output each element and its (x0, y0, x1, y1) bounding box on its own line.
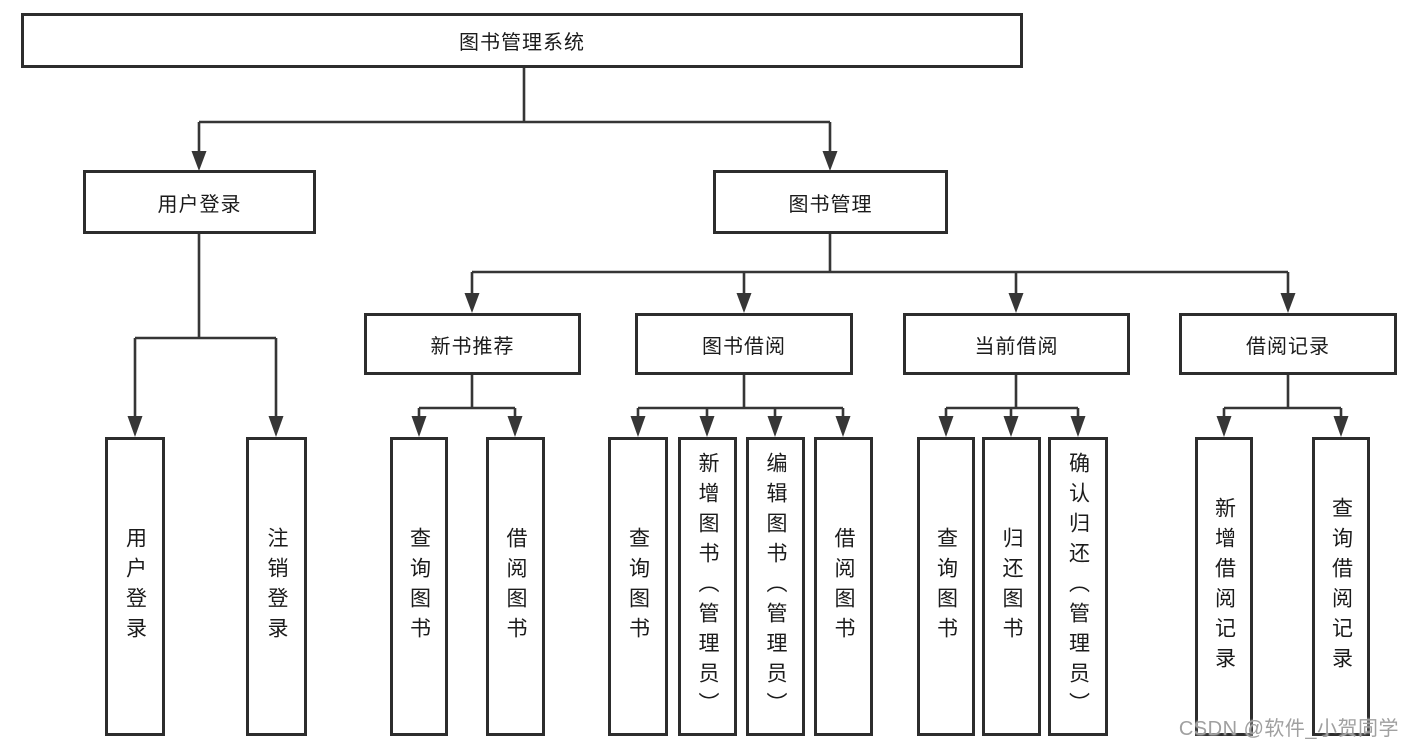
leaf-recommend-query-book-label: 查询图书 (407, 526, 431, 647)
leaf-current-query-book: 查询图书 (917, 437, 975, 736)
leaf-confirm-return-admin: 确认归还（管理员） (1048, 437, 1108, 736)
leaf-add-borrow-record: 新增借阅记录 (1195, 437, 1253, 736)
leaf-borrow-query-book-label: 查询图书 (626, 526, 650, 647)
leaf-borrow-query-book: 查询图书 (608, 437, 668, 736)
leaf-recommend-borrow-book-label: 借阅图书 (504, 526, 527, 647)
node-book-borrow: 图书借阅 (635, 313, 853, 375)
leaf-user-login-label: 用户登录 (123, 526, 147, 647)
node-borrow-record-label: 借阅记录 (1246, 335, 1330, 358)
leaf-edit-book-admin-label: 编辑图书（管理员） (764, 451, 787, 722)
leaf-add-book-admin: 新增图书（管理员） (678, 437, 737, 736)
leaf-recommend-borrow-book: 借阅图书 (486, 437, 545, 736)
leaf-borrow-book: 借阅图书 (814, 437, 873, 736)
leaf-confirm-return-admin-label: 确认归还（管理员） (1066, 451, 1090, 722)
node-new-book-recommend: 新书推荐 (364, 313, 581, 375)
leaf-add-book-admin-label: 新增图书（管理员） (696, 451, 719, 722)
node-book-borrow-label: 图书借阅 (702, 335, 786, 358)
leaf-query-borrow-record-label: 查询借阅记录 (1329, 496, 1353, 677)
leaf-return-book-label: 归还图书 (1000, 526, 1023, 647)
node-book-management-label: 图书管理 (788, 193, 873, 216)
node-current-borrow-label: 当前借阅 (974, 335, 1059, 358)
node-user-login-label: 用户登录 (157, 193, 242, 216)
leaf-recommend-query-book: 查询图书 (390, 437, 448, 736)
leaf-logout: 注销登录 (246, 437, 307, 736)
node-user-login: 用户登录 (83, 170, 316, 234)
leaf-current-query-book-label: 查询图书 (934, 526, 958, 647)
node-root-system: 图书管理系统 (21, 13, 1023, 68)
node-new-book-recommend-label: 新书推荐 (430, 335, 515, 358)
leaf-query-borrow-record: 查询借阅记录 (1312, 437, 1370, 736)
leaf-borrow-book-label: 借阅图书 (832, 526, 855, 647)
arrowheads (127, 151, 1349, 437)
node-current-borrow: 当前借阅 (903, 313, 1130, 375)
leaf-return-book: 归还图书 (982, 437, 1041, 736)
leaf-user-login: 用户登录 (105, 437, 165, 736)
leaf-edit-book-admin: 编辑图书（管理员） (746, 437, 805, 736)
node-book-management: 图书管理 (713, 170, 948, 234)
leaf-logout-label: 注销登录 (265, 526, 288, 647)
node-borrow-record: 借阅记录 (1179, 313, 1397, 375)
leaf-add-borrow-record-label: 新增借阅记录 (1212, 496, 1236, 677)
node-root-label: 图书管理系统 (459, 32, 585, 54)
